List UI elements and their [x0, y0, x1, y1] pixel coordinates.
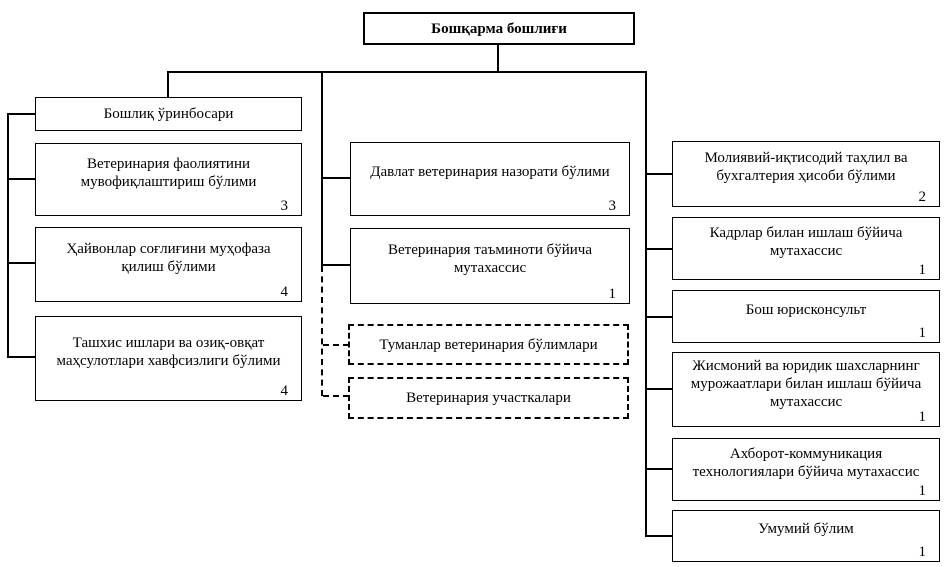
node-department-head: Бошқарма бошлиғи [363, 12, 635, 45]
node-state-veterinary-control: Давлат ветеринария назорати бўлими 3 [350, 142, 630, 216]
node-label: Умумий бўлим [758, 521, 854, 537]
node-label: Туманлар ветеринария бўлимлари [379, 336, 598, 353]
node-financial-economic-accounting: Молиявий-иқтисодий таҳлил ва бухгалтерия… [672, 141, 940, 207]
node-animal-health-protection: Ҳайвонлар соғлиғини муҳофаза қилиш бўлим… [35, 227, 302, 302]
node-ict-specialist: Ахборот-коммуникация технологиялари бўйи… [672, 438, 940, 501]
node-label: Жисмоний ва юридик шахсларнинг мурожаатл… [690, 357, 922, 410]
connector-right-bus [645, 71, 647, 537]
connector-dashed-stub-1 [323, 344, 349, 346]
node-label: Давлат ветеринария назорати бўлими [370, 164, 610, 180]
connector-deputy-drop [167, 71, 169, 98]
staff-count: 3 [280, 198, 289, 214]
node-label: Ветеринария фаолиятини мувофиқлаштириш б… [80, 155, 257, 190]
connector-left-stub-3 [7, 262, 36, 264]
connector-middle-bus-dashed [321, 266, 323, 396]
connector-root-drop [497, 44, 499, 72]
connector-right-stub-3 [645, 316, 673, 318]
node-label: Ташхис ишлари ва озиқ-овқат маҳсулотлари… [56, 334, 281, 369]
node-label: Бош юрисконсульт [745, 301, 867, 318]
connector-main-horizontal [167, 71, 647, 73]
node-hr-specialist: Кадрлар билан ишлаш бўйича мутахассис 1 [672, 217, 940, 280]
connector-left-stub-4 [7, 356, 36, 358]
node-label: Ветеринария таъминоти бўйича мутахассис [388, 242, 592, 276]
connector-dashed-stub-2 [323, 395, 349, 397]
connector-middle-stub-2 [321, 264, 351, 266]
connector-left-bus [7, 113, 9, 358]
connector-left-stub-2 [7, 178, 36, 180]
connector-right-stub-2 [645, 248, 673, 250]
connector-middle-stub-1 [321, 177, 351, 179]
connector-middle-bus [321, 71, 323, 266]
node-label: Молиявий-иқтисодий таҳлил ва бухгалтерия… [704, 150, 908, 184]
connector-right-stub-6 [645, 535, 673, 537]
node-general-department: Умумий бўлим 1 [672, 510, 940, 562]
node-label: Кадрлар билан ишлаш бўйича мутахассис [709, 224, 903, 259]
staff-count: 4 [280, 383, 289, 399]
node-appeals-specialist: Жисмоний ва юридик шахсларнинг мурожаатл… [672, 352, 940, 427]
node-diagnostics-food-safety: Ташхис ишлари ва озиқ-овқат маҳсулотлари… [35, 316, 302, 401]
node-label: Бошқарма бошлиғи [431, 20, 567, 37]
node-label: Бошлиқ ўринбосари [103, 106, 234, 122]
node-veterinary-activity-coordination: Ветеринария фаолиятини мувофиқлаштириш б… [35, 143, 302, 216]
node-district-veterinary-departments: Туманлар ветеринария бўлимлари [348, 324, 629, 365]
node-veterinary-stations: Ветеринария участкалари [348, 377, 629, 419]
staff-count: 1 [918, 544, 927, 560]
staff-count: 1 [608, 286, 617, 302]
staff-count: 1 [918, 262, 927, 278]
staff-count: 2 [918, 189, 927, 205]
connector-left-stub-1 [7, 113, 36, 115]
node-label: Ҳайвонлар соғлиғини муҳофаза қилиш бўлим… [66, 240, 271, 275]
staff-count: 1 [918, 409, 927, 425]
connector-right-stub-4 [645, 388, 673, 390]
node-deputy-head: Бошлиқ ўринбосари [35, 97, 302, 131]
staff-count: 4 [280, 284, 289, 300]
node-label: Ахборот-коммуникация технологиялари бўйи… [692, 445, 920, 480]
connector-right-stub-1 [645, 173, 673, 175]
staff-count: 1 [918, 325, 927, 341]
connector-right-stub-5 [645, 468, 673, 470]
node-veterinary-supply-specialist: Ветеринария таъминоти бўйича мутахассис … [350, 228, 630, 304]
staff-count: 3 [608, 198, 617, 214]
node-label: Ветеринария участкалари [406, 390, 571, 406]
staff-count: 1 [918, 483, 927, 499]
node-chief-legal-counsel: Бош юрисконсульт 1 [672, 290, 940, 343]
